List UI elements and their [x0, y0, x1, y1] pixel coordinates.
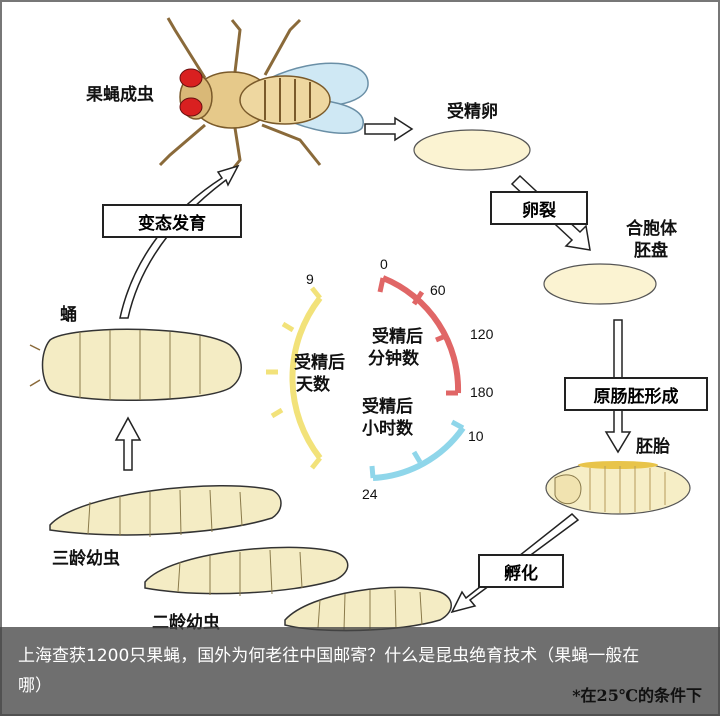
hours-dial-label-line2: 小时数: [362, 419, 413, 439]
hours-tick-label: 24: [362, 486, 378, 502]
arrow-adult-to-egg: [364, 116, 414, 142]
larva-third-drawing: [49, 485, 282, 537]
syncytium-label-line2: 胚盘: [634, 241, 668, 261]
pupa-drawing: [29, 328, 242, 401]
cleavage-box: 卵裂: [490, 191, 588, 225]
hours-dial: [369, 419, 466, 481]
hatching-box: 孵化: [478, 554, 564, 588]
days-tick-label: 9: [306, 271, 314, 287]
syncytium-drawing: [543, 263, 657, 305]
days-dial-label-line1: 受精后: [294, 353, 345, 373]
third-instar-label: 三龄幼虫: [52, 549, 120, 569]
embryo-label: 胚胎: [636, 437, 670, 457]
minutes-tick-label: 0: [380, 256, 388, 272]
days-dial-label-line2: 天数: [296, 375, 330, 395]
minutes-tick-label: 180: [470, 384, 494, 400]
pupa-label: 蛹: [60, 305, 77, 325]
minutes-dial-label-line2: 分钟数: [368, 349, 419, 369]
caption-text: 上海查获1200只果蝇，国外为何老往中国邮寄？什么是昆虫绝育技术（果蝇一般在哪）: [18, 646, 640, 696]
arrow-larva-to-pupa: [114, 416, 142, 471]
hours-dial-label-line1: 受精后: [362, 397, 413, 417]
embryo-drawing: [545, 461, 691, 515]
minutes-dial: [377, 275, 462, 396]
arrow-pupa-to-adult: [119, 164, 240, 319]
larva-first-drawing: [284, 586, 452, 632]
fertilized-egg-label: 受精卵: [447, 102, 498, 122]
metamorphosis-box: 变态发育: [102, 204, 242, 238]
adult-label: 果蝇成虫: [86, 85, 154, 105]
caption-overlay: 上海查获1200只果蝇，国外为何老往中国邮寄？什么是昆虫绝育技术（果蝇一般在哪）: [0, 627, 720, 716]
syncytium-label-line1: 合胞体: [626, 219, 677, 239]
days-dial: [266, 286, 323, 470]
gastrulation-box: 原肠胚形成: [564, 377, 708, 411]
fertilized-egg-drawing: [413, 129, 531, 171]
minutes-tick-label: 120: [470, 326, 494, 342]
hours-tick-label: 10: [468, 428, 484, 444]
larva-second-drawing: [144, 546, 349, 596]
adult-fly-drawing: [158, 17, 369, 171]
temperature-note: *在25℃的条件下: [572, 686, 702, 705]
minutes-tick-label: 60: [430, 282, 446, 298]
minutes-dial-label-line1: 受精后: [372, 327, 423, 347]
